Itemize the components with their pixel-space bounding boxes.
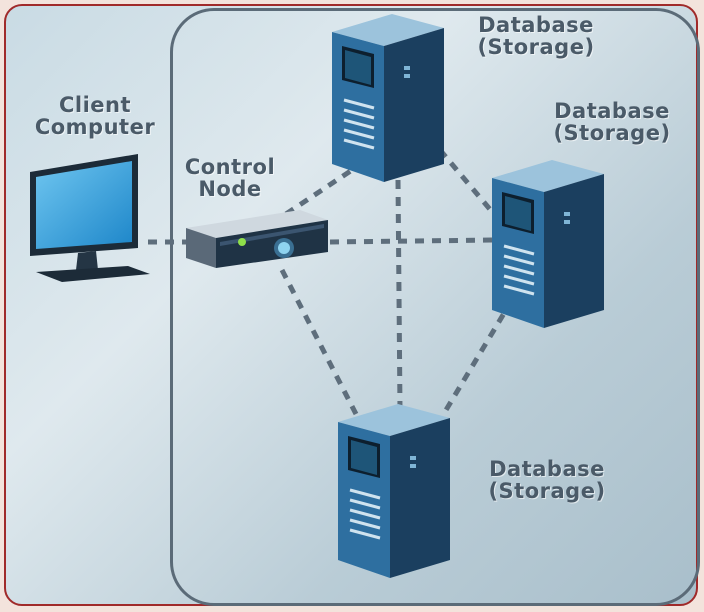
cluster-boundary	[170, 8, 700, 606]
link-control-dbtop	[284, 167, 354, 217]
dbtop-label-line2: (Storage)	[477, 35, 595, 59]
control-node-label: Control Node	[170, 156, 290, 200]
client-label-line1: Client	[58, 93, 132, 117]
database-top-icon	[332, 14, 444, 182]
database-bottom-icon	[338, 404, 450, 578]
client-label-line2: Computer	[34, 115, 156, 139]
control-label-line1: Control	[184, 155, 276, 179]
link-control-dbbottom	[279, 268, 359, 416]
dbtop-label-line1: Database	[478, 13, 594, 37]
dbbottom-label-line1: Database	[489, 457, 605, 481]
database-top-label: Database (Storage)	[446, 14, 626, 58]
database-right-icon	[492, 160, 604, 328]
dbright-label-line2: (Storage)	[553, 121, 671, 145]
database-bottom-label: Database (Storage)	[452, 458, 642, 502]
dbbottom-label-line2: (Storage)	[488, 479, 606, 503]
link-control-dbright	[329, 237, 497, 245]
client-computer-label: Client Computer	[20, 94, 170, 138]
database-right-label: Database (Storage)	[522, 100, 702, 144]
link-dbtop-dbbottom	[395, 179, 403, 411]
control-node-icon	[186, 210, 328, 268]
client-computer-icon	[30, 154, 150, 282]
dbright-label-line1: Database	[554, 99, 670, 123]
control-label-line2: Node	[198, 177, 262, 201]
link-dbright-dbbottom	[443, 298, 515, 412]
